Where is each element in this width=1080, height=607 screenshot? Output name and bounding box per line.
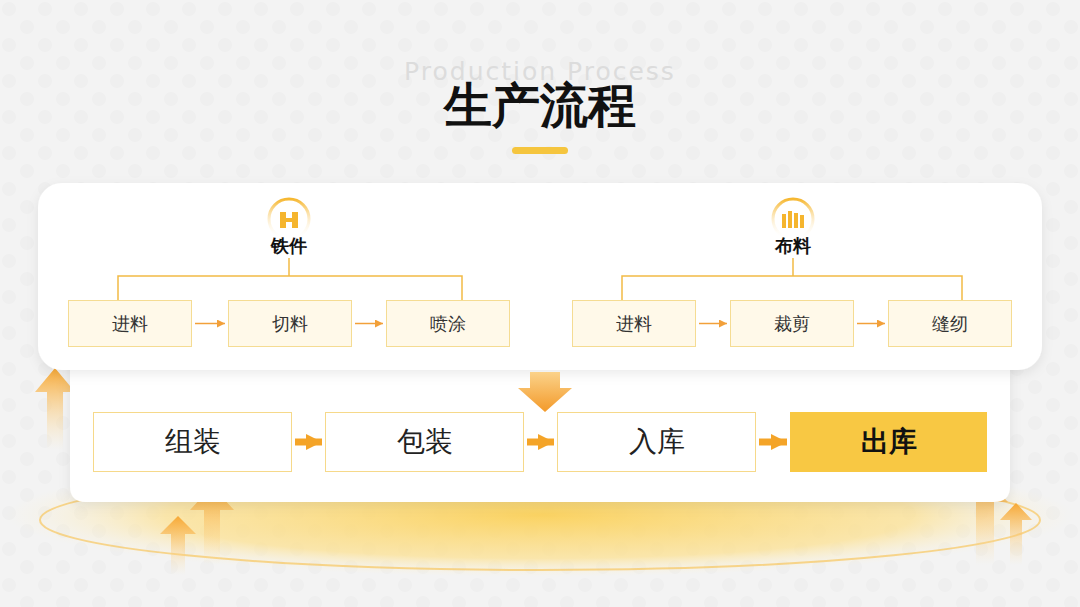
step-text: 包装 xyxy=(397,423,453,461)
lower-panel xyxy=(70,350,1010,502)
step-text: 切料 xyxy=(272,312,308,336)
step-text: 出库 xyxy=(861,423,917,461)
process-box: 包装 xyxy=(325,412,524,472)
upper-panel xyxy=(38,183,1042,370)
flow-arrow xyxy=(759,439,787,446)
flow-arrow xyxy=(527,439,554,446)
iron-icon xyxy=(269,199,309,239)
step-text: 喷涂 xyxy=(430,312,466,336)
flow-arrow xyxy=(295,439,322,446)
title-underline xyxy=(512,147,568,154)
step-text: 缝纫 xyxy=(932,312,968,336)
step-text: 入库 xyxy=(629,423,685,461)
highlight-step-box: 出库 xyxy=(790,412,987,472)
process-box: 入库 xyxy=(557,412,756,472)
step-text: 裁剪 xyxy=(774,312,810,336)
flow-arrow xyxy=(195,323,225,325)
group-label: 布料 xyxy=(775,234,811,258)
step-text: 组装 xyxy=(165,423,221,461)
flow-arrow xyxy=(699,323,727,325)
fabric-icon xyxy=(773,199,813,239)
group-bracket xyxy=(118,258,962,300)
process-box: 缝纫 xyxy=(888,300,1012,347)
process-box: 切料 xyxy=(228,300,352,347)
process-box: 进料 xyxy=(572,300,696,347)
step-text: 进料 xyxy=(112,312,148,336)
process-box: 进料 xyxy=(68,300,192,347)
flow-arrow xyxy=(857,323,885,325)
step-text: 进料 xyxy=(616,312,652,336)
process-box: 裁剪 xyxy=(730,300,854,347)
group-label: 铁件 xyxy=(271,234,307,258)
merge-arrow xyxy=(518,372,572,412)
process-box: 组装 xyxy=(93,412,292,472)
watermark: Production Process xyxy=(404,57,676,86)
process-box: 喷涂 xyxy=(386,300,510,347)
flow-arrow xyxy=(355,323,383,325)
